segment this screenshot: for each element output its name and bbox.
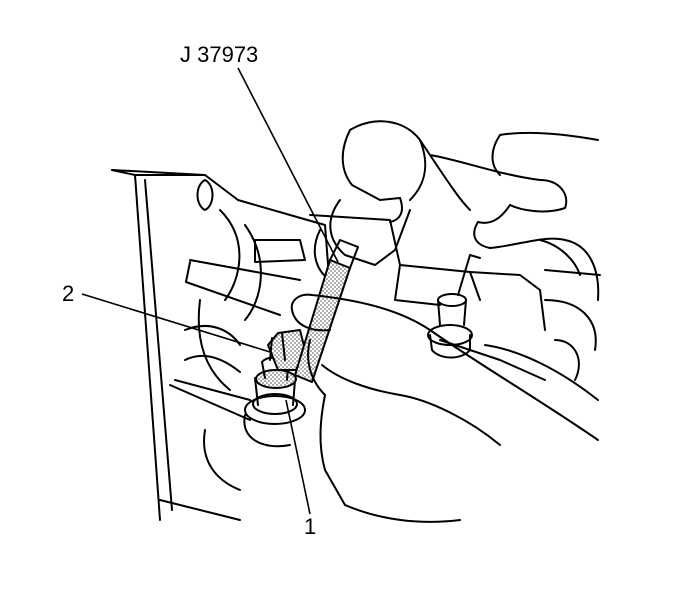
tool-j37973 xyxy=(294,239,359,383)
housing-right xyxy=(309,214,601,401)
leader-2 xyxy=(81,293,271,353)
callout-2: 2 xyxy=(62,281,75,306)
callout-tool-number: J 37973 xyxy=(180,42,259,67)
transmission-case xyxy=(111,169,331,521)
leader-tool xyxy=(237,67,339,263)
upper-hand xyxy=(329,120,600,301)
component-1 xyxy=(243,356,306,448)
callout-1: 1 xyxy=(304,514,317,539)
leader-1 xyxy=(285,399,311,515)
leader-lines xyxy=(81,67,339,515)
lower-hand xyxy=(290,293,599,523)
right-fitting xyxy=(427,254,481,359)
